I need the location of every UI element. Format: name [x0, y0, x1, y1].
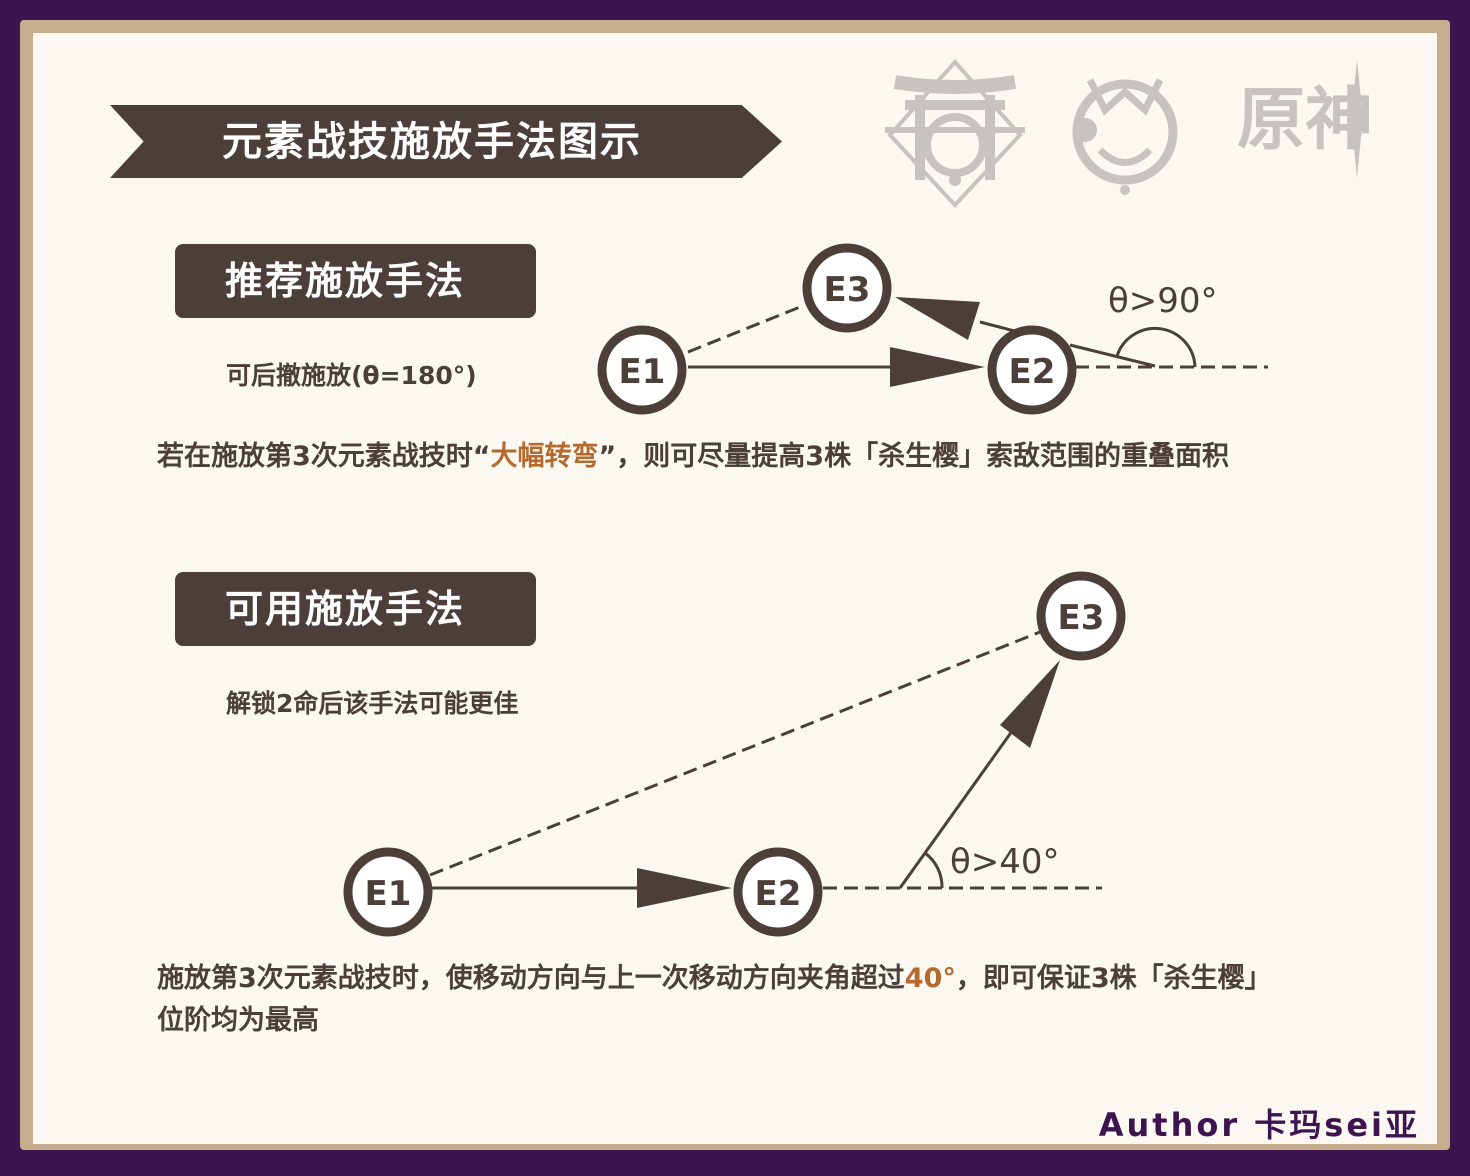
- node-e1: E1: [597, 325, 687, 415]
- page-title: 元素战技施放手法图示: [222, 119, 642, 165]
- arrow-e2-e3: [895, 297, 980, 340]
- node-e1-label: E1: [619, 352, 666, 392]
- node-e2-label: E2: [755, 874, 802, 914]
- section2-desc-highlight: 40°: [904, 963, 956, 994]
- node-e2: E2: [987, 325, 1077, 415]
- node-e3: E3: [802, 243, 892, 333]
- diagram-usable: θ>40° E1 E2 E3: [343, 571, 1126, 937]
- section1-desc-post: ”，则可尽量提高3株「杀生樱」索敌范围的重叠面积: [598, 441, 1230, 472]
- node-e3-label: E3: [824, 270, 871, 310]
- section1-desc-highlight: 大幅转弯: [490, 441, 599, 472]
- line-e2-e3: [898, 719, 1022, 889]
- section2-label: 可用施放手法: [175, 572, 536, 646]
- dash-e1-e3: [687, 303, 806, 354]
- genshin-logo-text: 原神: [1237, 80, 1373, 160]
- diagram-recommended: θ>90° E1 E2 E3: [597, 243, 1268, 415]
- angle-ray: [1069, 343, 1156, 368]
- dash-e1-e3: [429, 630, 1041, 877]
- section2-desc-post: ，即可保证3株「杀生樱」位阶均为最高: [157, 963, 1272, 1036]
- genshin-logo-icon: 原神: [1237, 60, 1373, 178]
- section2-note: 解锁2命后该手法可能更佳: [226, 689, 519, 718]
- angle-arc-1: [1115, 326, 1197, 368]
- node-e1: E1: [343, 847, 433, 937]
- arrow-e2-e3: [1000, 660, 1060, 748]
- section2-desc-pre: 施放第3次元素战技时，使移动方向与上一次移动方向夹角超过: [157, 963, 905, 994]
- section1-note: 可后撤施放(θ=180°): [226, 361, 477, 390]
- section2-description: 施放第3次元素战技时，使移动方向与上一次移动方向夹角超过40°，即可保证3株「杀…: [157, 958, 1287, 1042]
- node-e1-label: E1: [365, 874, 412, 914]
- node-e3-label: E3: [1058, 598, 1105, 638]
- section1-desc-pre: 若在施放第3次元素战技时“: [157, 441, 491, 472]
- angle-arc-2: [924, 851, 944, 889]
- angle-label-2: θ>40°: [950, 842, 1060, 882]
- node-e2: E2: [733, 847, 823, 937]
- node-e3: E3: [1036, 571, 1126, 661]
- author-credit: Author 卡玛sei亚: [1098, 1106, 1420, 1144]
- section1-label: 推荐施放手法: [175, 244, 536, 318]
- title-banner: [110, 105, 782, 178]
- node-e2-label: E2: [1009, 352, 1056, 392]
- arrow-e1-e2: [890, 347, 985, 387]
- torii-shrine-icon: [885, 58, 1025, 208]
- fox-kitsune-icon: [1072, 78, 1178, 195]
- section1-description: 若在施放第3次元素战技时“大幅转弯”，则可尽量提高3株「杀生樱」索敌范围的重叠面…: [157, 436, 1287, 478]
- arrow-e1-e2: [637, 868, 732, 908]
- angle-label-1: θ>90°: [1108, 281, 1218, 321]
